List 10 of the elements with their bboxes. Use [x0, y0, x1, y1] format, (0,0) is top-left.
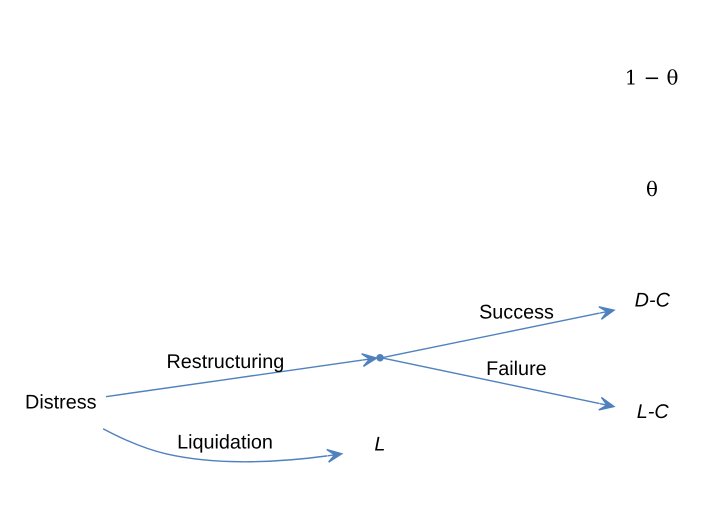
node-text: L-C [636, 401, 669, 424]
node-text: D-C [634, 289, 670, 312]
node-text: L [374, 434, 386, 456]
node-text: Distress [25, 391, 97, 414]
edge-label: Failure [486, 358, 547, 380]
edge-label: Success [479, 301, 554, 324]
edge-label: Restructuring [166, 350, 284, 373]
label: 1 − θ [624, 66, 678, 90]
edge-label: Liquidation [177, 432, 273, 454]
label: θ [646, 178, 658, 202]
